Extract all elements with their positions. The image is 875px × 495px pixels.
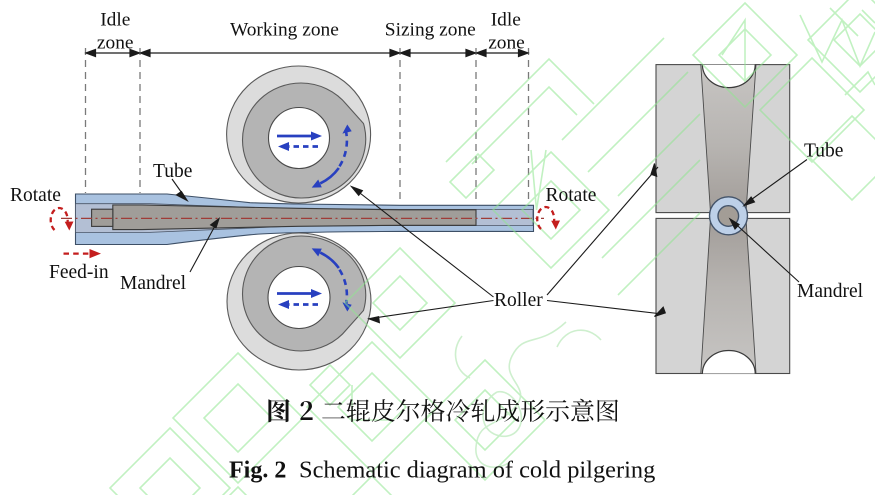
svg-text:zone: zone xyxy=(488,33,525,54)
svg-text:Schematic diagram of cold pilg: Schematic diagram of cold pilgering xyxy=(299,457,655,484)
svg-text:Rotate: Rotate xyxy=(10,185,61,206)
svg-text:Tube: Tube xyxy=(804,141,843,162)
svg-text:Rotate: Rotate xyxy=(546,185,597,206)
svg-text:Idle: Idle xyxy=(100,10,130,31)
svg-text:Fig. 2: Fig. 2 xyxy=(229,458,286,484)
svg-text:Feed-in: Feed-in xyxy=(49,262,109,283)
svg-text:zone: zone xyxy=(97,33,134,54)
svg-text:Tube: Tube xyxy=(153,161,192,182)
svg-text:Mandrel: Mandrel xyxy=(120,273,187,294)
svg-text:Roller: Roller xyxy=(494,290,543,311)
svg-text:Mandrel: Mandrel xyxy=(797,281,864,302)
svg-text:Working zone: Working zone xyxy=(230,20,339,41)
svg-text:Sizing zone: Sizing zone xyxy=(385,20,476,41)
svg-text:Idle: Idle xyxy=(491,10,521,31)
